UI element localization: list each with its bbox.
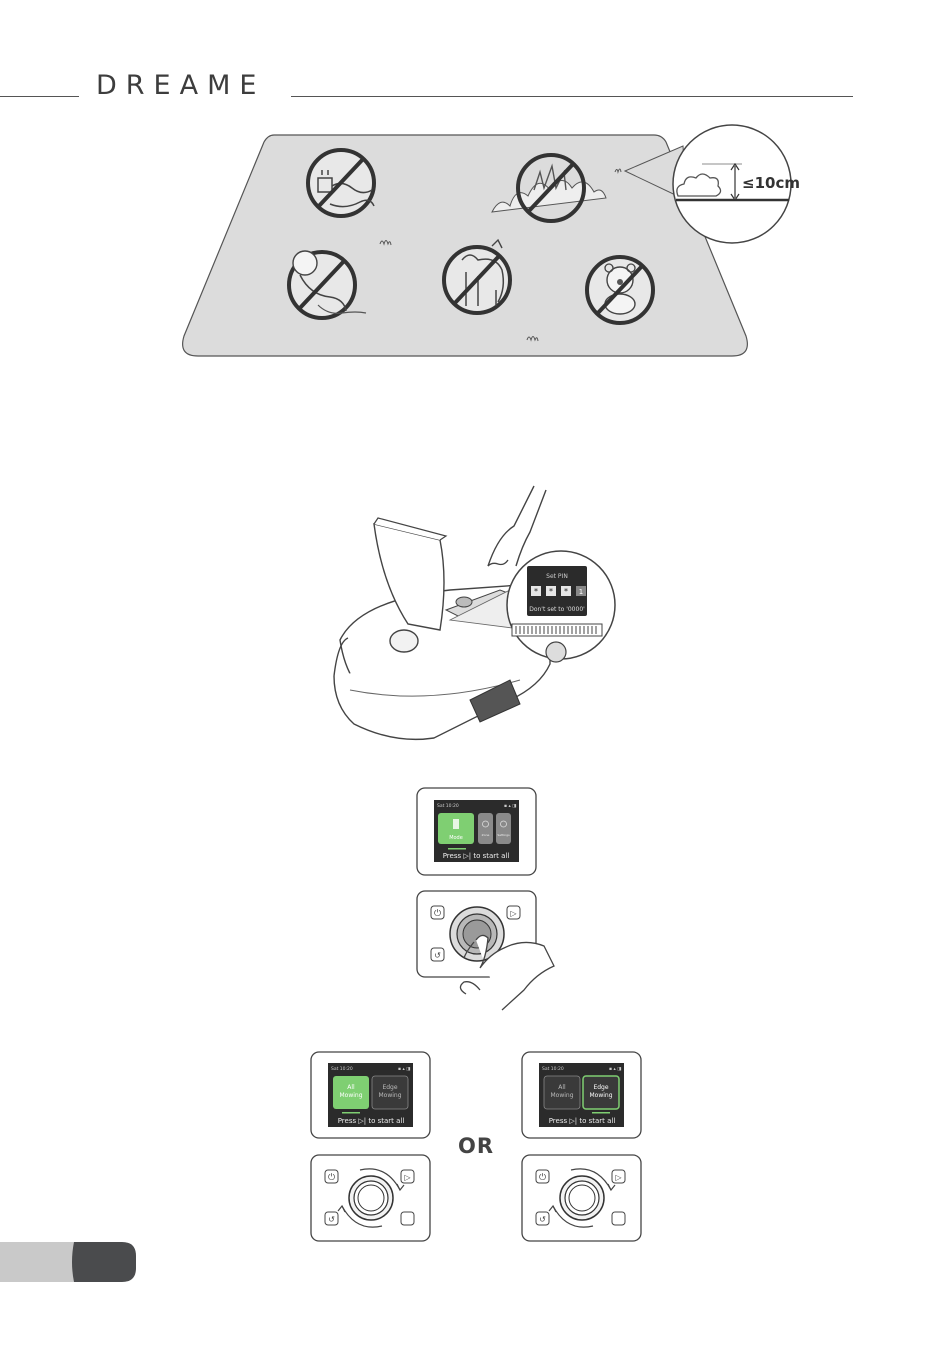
svg-text:Edge: Edge [593,1084,608,1091]
or-label: OR [458,1134,494,1158]
undo-icon: ↺ [328,1215,335,1224]
svg-text:▪ ▴ ◨: ▪ ▴ ◨ [504,804,516,809]
home-button[interactable] [401,1212,414,1225]
svg-text:Mowing: Mowing [550,1092,573,1099]
undo-icon: ↺ [434,951,441,960]
svg-text:*: * [534,587,538,596]
svg-text:Edge: Edge [382,1084,397,1091]
svg-text:Press ▷| to start all: Press ▷| to start all [549,1117,616,1125]
play-pause-icon: ▷ [404,1173,411,1182]
svg-text:Mode: Mode [449,835,463,841]
svg-text:Sat 10:20: Sat 10:20 [331,1066,353,1072]
svg-text:▪ ▴ ◨: ▪ ▴ ◨ [398,1067,410,1072]
svg-text:Press ▷| to start all: Press ▷| to start all [338,1117,405,1125]
page-number-tab [0,1242,137,1282]
play-pause-icon: ▷ [510,909,517,918]
knob-rotate-left: ⏻ ▷ ↺ [310,1154,432,1244]
play-pause-icon: ▷ [615,1173,622,1182]
mower-pin-illustration: Set PIN * * * 1 Don't set to '0000' [0,0,950,760]
svg-text:*: * [564,587,568,596]
svg-text:Mowing: Mowing [589,1092,612,1099]
power-icon: ⏻ [539,1172,546,1183]
main-screen-panel: Sat 10:20 ▪ ▴ ◨ Mode Zone Settings Press… [416,787,538,877]
power-icon: ⏻ [434,908,441,919]
knob-rotate-right: ⏻ ▷ ↺ [521,1154,643,1244]
home-button[interactable] [612,1212,625,1225]
all-mowing-screen-panel: Sat 10:20 ▪ ▴ ◨ All Mowing Edge Mowing P… [310,1051,432,1141]
svg-text:▪ ▴ ◨: ▪ ▴ ◨ [609,1067,621,1072]
pin-screen-title: Set PIN [546,573,568,580]
control-knob-press: ⏻ ▷ ↺ [416,890,556,1012]
pin-screen-hint: Don't set to '0000' [529,606,585,613]
svg-text:1: 1 [579,588,583,596]
power-icon: ⏻ [328,1172,335,1183]
svg-text:Zone: Zone [482,833,490,837]
svg-text:All: All [347,1084,355,1091]
edge-mowing-screen-panel: Sat 10:20 ▪ ▴ ◨ All Mowing Edge Mowing P… [521,1051,643,1141]
svg-text:Sat 10:20: Sat 10:20 [542,1066,564,1072]
main-prompt: Press ▷| to start all [443,852,510,860]
undo-icon: ↺ [539,1215,546,1224]
settings-tile[interactable] [496,813,511,844]
svg-text:Mowing: Mowing [378,1092,401,1099]
zone-tile[interactable] [478,813,493,844]
svg-text:Mowing: Mowing [339,1092,362,1099]
svg-text:Settings: Settings [497,833,510,837]
svg-text:*: * [549,587,553,596]
svg-text:All: All [558,1084,566,1091]
main-status-time: Sat 10:20 [437,803,459,809]
